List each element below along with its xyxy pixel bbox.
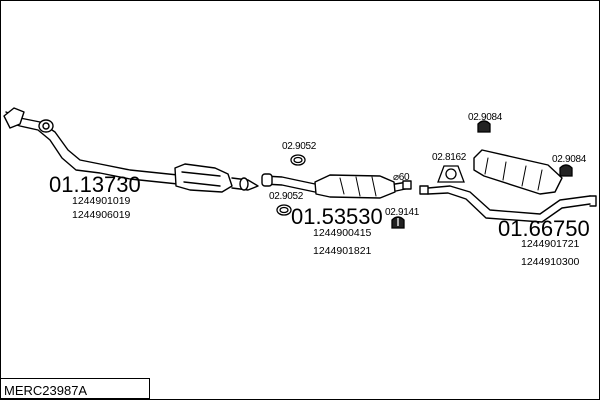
title-box: MERC23987A <box>0 378 150 399</box>
bracket-icon <box>559 164 573 177</box>
reference-number: 1244901821 <box>313 245 372 257</box>
accessory-label: 02.9084 <box>552 154 587 165</box>
accessory-label: 02.9052 <box>269 191 304 202</box>
bracket-icon <box>477 120 491 133</box>
reference-number: 1244910300 <box>521 256 580 268</box>
diagram-title: MERC23987A <box>4 383 88 398</box>
part-number-rear: 01.66750 <box>498 216 590 241</box>
rear-silencer <box>419 149 597 223</box>
accessory-label: 02.9141 <box>385 207 420 218</box>
front-pipe <box>3 107 179 185</box>
clamp-icon <box>290 154 306 166</box>
part-number-middle: 01.53530 <box>291 204 383 229</box>
clamp-icon <box>276 204 292 216</box>
catalytic-converter <box>174 163 259 193</box>
reference-number: 1244906019 <box>72 209 131 221</box>
reference-number: 1244901019 <box>72 195 131 207</box>
ring-mount-icon <box>437 165 465 183</box>
accessory-label: 02.8162 <box>432 152 467 163</box>
middle-silencer <box>261 173 412 199</box>
accessory-label: 02.9052 <box>282 141 317 152</box>
hanger-icon <box>391 216 405 229</box>
reference-number: 1244901721 <box>521 238 580 250</box>
pipe-diameter-label: ⌀60 <box>393 172 410 183</box>
accessory-label: 02.9084 <box>468 112 503 123</box>
part-number-front: 01.13730 <box>49 172 141 197</box>
reference-number: 1244900415 <box>313 227 372 239</box>
